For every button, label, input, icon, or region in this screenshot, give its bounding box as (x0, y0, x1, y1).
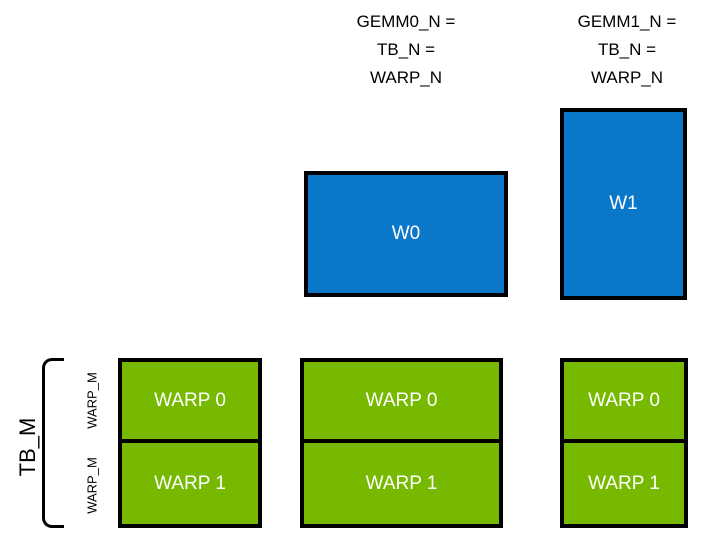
blue-tile-w1-label: W1 (609, 193, 638, 214)
blue-tile-w0-label: W0 (391, 223, 421, 244)
green-cell-warp-1: WARP 1 (560, 443, 688, 528)
column-caption-gemm1: GEMM1_N = TB_N = WARP_N (577, 12, 677, 87)
green-cell-warp-0: WARP 0 (300, 358, 503, 443)
green-cell-label: WARP 1 (588, 472, 660, 494)
green-cell-label: WARP 1 (154, 472, 226, 494)
axis-label-tb-m: TB_M (15, 417, 40, 477)
green-column-0: WARP 0 WARP 1 (118, 358, 262, 528)
green-column-2: WARP 0 WARP 1 (560, 358, 688, 528)
blue-tile-w0: W0 (304, 171, 508, 297)
green-column-1: WARP 0 WARP 1 (300, 358, 503, 528)
column-caption-gemm0: GEMM0_N = TB_N = WARP_N (356, 12, 456, 87)
green-cell-warp-0: WARP 0 (118, 358, 262, 443)
green-cell-label: WARP 0 (365, 389, 438, 411)
blue-tile-w1: W1 (560, 108, 687, 300)
green-cell-warp-0: WARP 0 (560, 358, 688, 443)
green-cell-label: WARP 0 (154, 389, 226, 411)
green-cell-warp-1: WARP 1 (118, 443, 262, 528)
green-cell-warp-1: WARP 1 (300, 443, 503, 528)
tb-m-bracket (42, 358, 64, 528)
axis-label-warp-m-bottom: WARP_M (84, 457, 100, 514)
axis-label-warp-m-top: WARP_M (84, 372, 100, 429)
green-cell-label: WARP 0 (588, 389, 660, 411)
green-cell-label: WARP 1 (365, 472, 438, 494)
